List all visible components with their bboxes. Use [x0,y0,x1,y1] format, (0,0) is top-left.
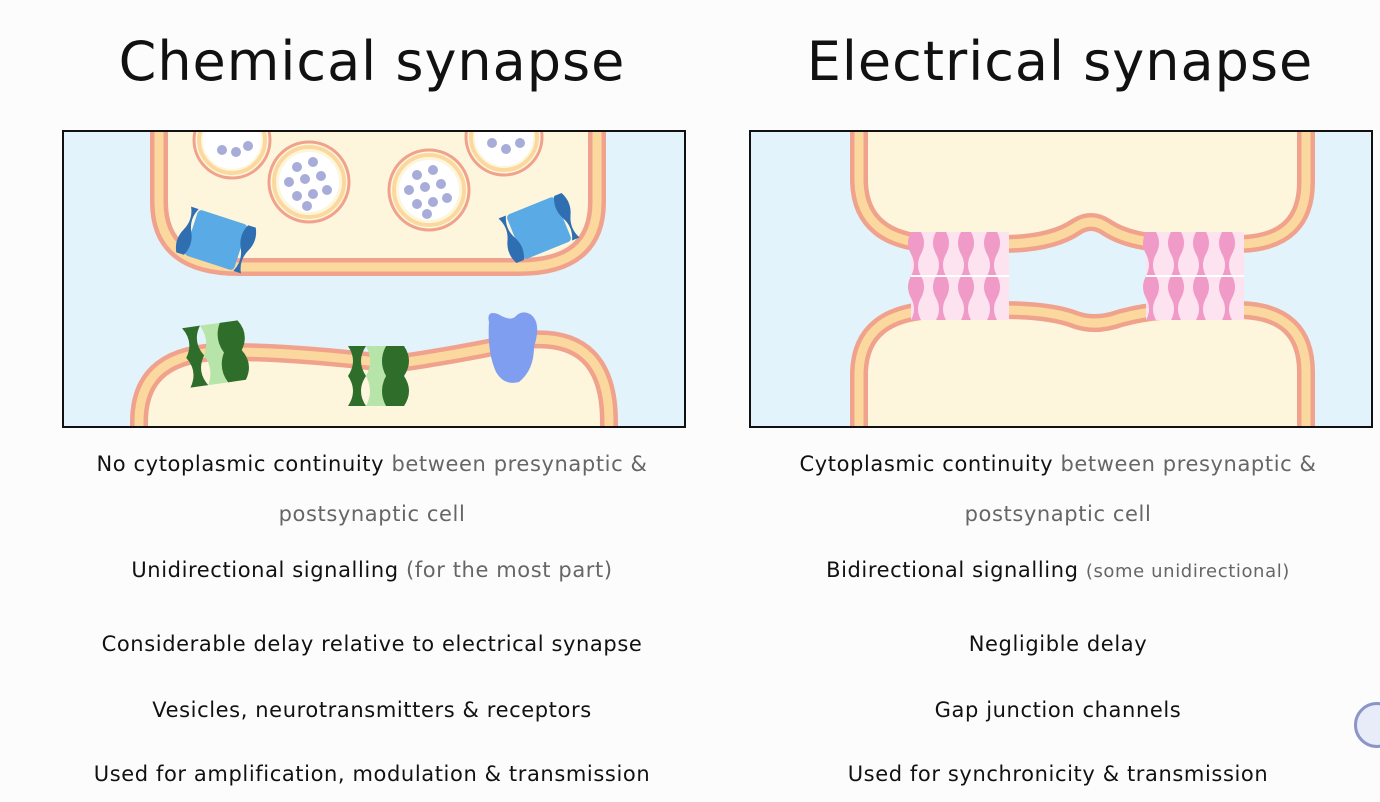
calcium-channel-right [498,193,580,263]
chemical-line-signalling: Unidirectional signalling (for the most … [52,558,692,582]
electrical-line-uses: Used for synchronicity & transmission [738,762,1378,786]
electrical-line-components: Gap junction channels [738,698,1378,722]
electrical-line-continuity-cont: postsynaptic cell [738,502,1378,526]
chemical-components-text: Vesicles, neurotransmitters & receptors [152,698,592,722]
metabotropic-receptor [488,312,538,383]
chemical-continuity-aside: between presynaptic & [391,452,648,476]
electrical-components-text: Gap junction channels [934,698,1182,722]
electrical-synapse-svg [751,132,1371,426]
gap-junction-right [1143,232,1244,320]
electrical-synapse-illustration [749,130,1373,428]
electrical-signalling-text: Bidirectional signalling [826,558,1079,582]
chemical-line-continuity-cont: postsynaptic cell [52,502,692,526]
electrical-continuity-aside: between presynaptic & [1060,452,1317,476]
ionotropic-receptor-left [182,320,249,388]
chemical-signalling-aside: (for the most part) [405,558,613,582]
electrical-line-delay: Negligible delay [738,632,1378,656]
ionotropic-receptor-right [348,346,409,406]
gap-junction-left [908,232,1009,320]
electrical-line-continuity: Cytoplasmic continuity between presynapt… [738,452,1378,476]
chemical-synapse-title: Chemical synapse [118,30,626,93]
chemical-delay-text: Considerable delay relative to electrica… [101,632,643,656]
electrical-synapse-title: Electrical synapse [806,30,1314,93]
lower-cell [850,301,1315,426]
chemical-synapse-svg [64,132,684,426]
chemical-continuity-text: No cytoplasmic continuity [96,452,385,476]
chemical-synapse-illustration [62,130,686,428]
chemical-continuity-cont-text: postsynaptic cell [278,502,466,526]
chemical-signalling-text: Unidirectional signalling [131,558,399,582]
synaptic-vesicles [192,132,544,232]
electrical-continuity-cont-text: postsynaptic cell [964,502,1152,526]
electrical-delay-text: Negligible delay [968,632,1148,656]
electrical-continuity-text: Cytoplasmic continuity [799,452,1054,476]
chemical-line-delay: Considerable delay relative to electrica… [52,632,692,656]
electrical-signalling-aside: (some unidirectional) [1085,561,1290,582]
chemical-line-uses: Used for amplification, modulation & tra… [52,762,692,786]
calcium-channel-left [175,206,257,274]
chemical-line-continuity: No cytoplasmic continuity between presyn… [52,452,692,476]
electrical-line-signalling: Bidirectional signalling (some unidirect… [738,558,1378,582]
chemical-uses-text: Used for amplification, modulation & tra… [93,762,651,786]
chemical-line-components: Vesicles, neurotransmitters & receptors [52,698,692,722]
electrical-uses-text: Used for synchronicity & transmission [847,762,1269,786]
